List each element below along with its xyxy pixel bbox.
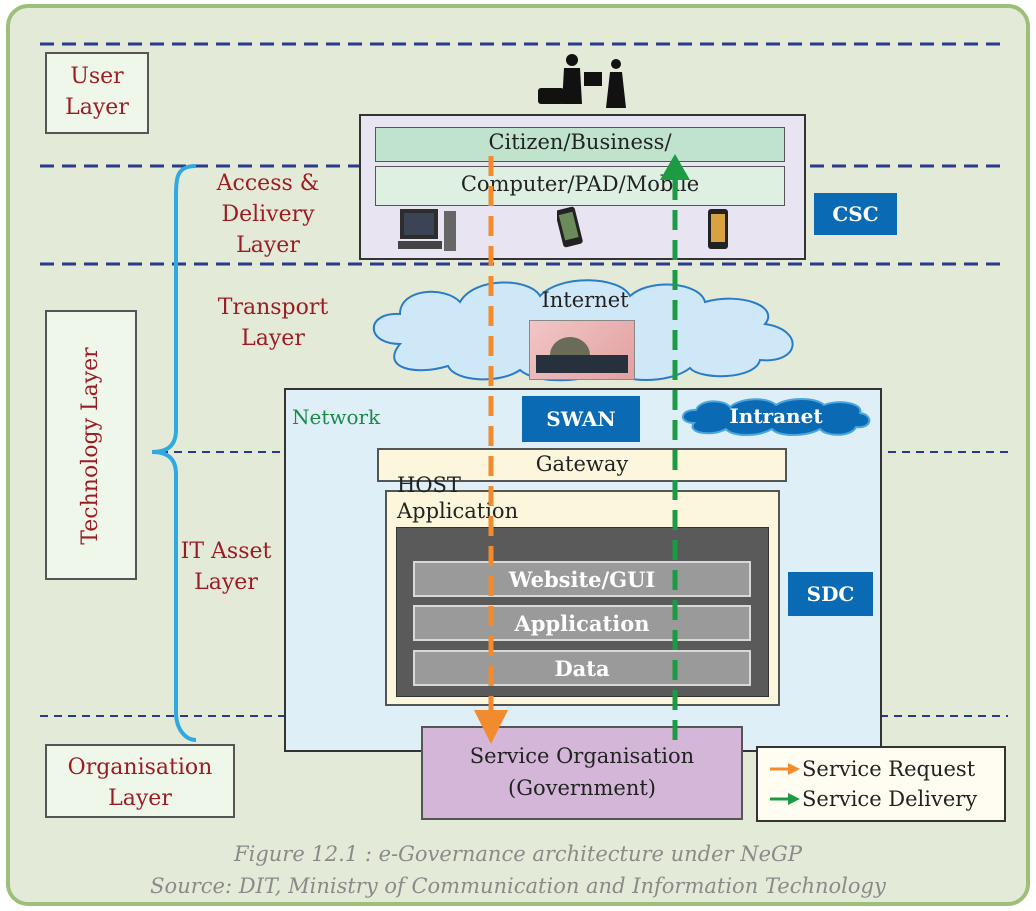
service-delivery-arrowhead (660, 154, 690, 180)
device-bar (375, 166, 785, 206)
legend-label-request: Service Request (802, 757, 976, 781)
organisation-layer-label: Organisation Layer (67, 755, 213, 811)
tablet-icon (708, 209, 728, 249)
it-asset-layer-label: IT Asset Layer (180, 539, 272, 595)
csc-badge: CSC (814, 193, 897, 235)
figure-source: Source: DIT, Ministry of Communication a… (150, 874, 886, 898)
gateway-box (377, 448, 787, 482)
service-request-arrowhead (474, 710, 508, 744)
data-layer: Data (413, 650, 751, 686)
technology-layer-box (45, 310, 137, 580)
host-label: HOST Application (397, 473, 519, 523)
legend-label-delivery: Service Delivery (802, 787, 978, 811)
gateway-label: Gateway (535, 452, 629, 476)
network-label: Network (292, 405, 381, 429)
figure-caption: Figure 12.1 : e-Governance architecture … (234, 842, 802, 866)
citizen-bar (375, 127, 785, 162)
sdc-badge: SDC (788, 572, 873, 616)
smartphone-icon (557, 206, 583, 248)
service-org-line1: Service Organisation (469, 744, 695, 768)
organisation-layer-box (45, 744, 235, 818)
website-gui-layer: Website/GUI (413, 561, 751, 597)
globe-icon (529, 320, 635, 380)
legend-box: Service Request Service Delivery (756, 746, 1006, 822)
application-layer: Application (413, 605, 751, 641)
transport-layer-label: Transport Layer (217, 295, 329, 351)
internet-label: Internet (541, 288, 629, 312)
technology-brace (151, 164, 197, 742)
user-layer-box (45, 52, 149, 134)
legend-item-request: Service Request (768, 754, 1004, 784)
service-org-box (421, 726, 743, 820)
user-layer-label: User Layer (65, 64, 129, 120)
users-silhouette-icon (538, 54, 626, 108)
orange-arrow-icon (770, 763, 800, 775)
legend-item-delivery: Service Delivery (768, 784, 1004, 814)
citizen-text: Citizen/Business/ (488, 130, 672, 154)
green-arrow-icon (770, 793, 800, 805)
swan-badge: SWAN (522, 396, 640, 442)
intranet-cloud (682, 398, 871, 436)
computer-icon (398, 209, 456, 251)
access-layer-label: Access & Delivery Layer (216, 171, 320, 258)
service-org-line2: (Government) (508, 776, 656, 800)
device-text: Computer/PAD/Mobile (460, 172, 700, 196)
intranet-label: Intranet (729, 404, 823, 428)
